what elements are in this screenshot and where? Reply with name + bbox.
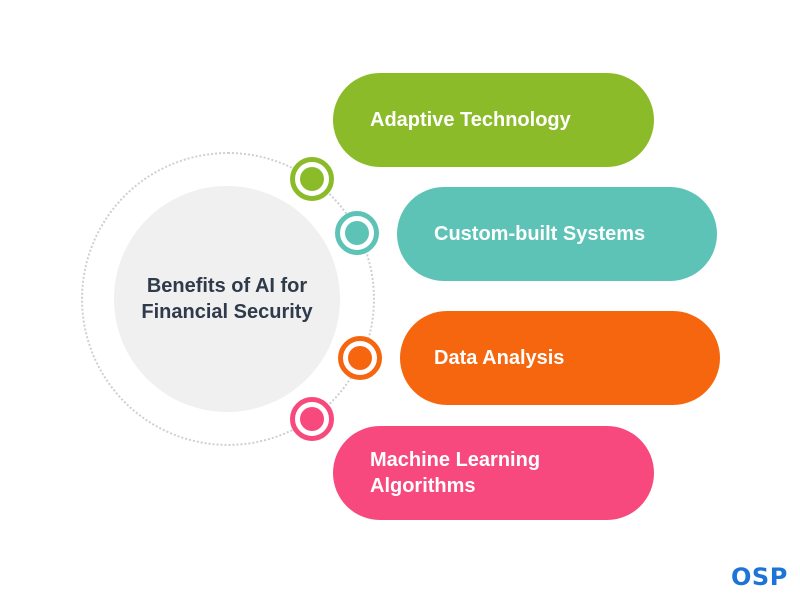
node-data-analysis (338, 336, 382, 380)
benefit-machine-learning: Machine Learning Algorithms (333, 426, 654, 520)
center-hub: Benefits of AI for Financial Security (114, 186, 340, 412)
node-dot (345, 221, 369, 245)
node-adaptive-technology (290, 157, 334, 201)
center-title: Benefits of AI for Financial Security (141, 275, 313, 323)
benefit-label: Data Analysis (434, 347, 565, 369)
dotted-orbit-ring (81, 152, 375, 446)
node-dot (348, 346, 372, 370)
benefit-data-analysis: Data Analysis (400, 311, 720, 405)
osp-logo: OSP (731, 563, 788, 591)
benefit-label: Adaptive Technology (370, 109, 571, 131)
benefit-label: Machine Learning Algorithms (370, 449, 541, 497)
node-dot (300, 167, 324, 191)
node-machine-learning (290, 397, 334, 441)
benefit-custom-built-systems: Custom-built Systems (397, 187, 717, 281)
node-custom-built-systems (335, 211, 379, 255)
node-dot (300, 407, 324, 431)
benefit-adaptive-technology: Adaptive Technology (333, 73, 654, 167)
benefit-label: Custom-built Systems (434, 223, 646, 245)
